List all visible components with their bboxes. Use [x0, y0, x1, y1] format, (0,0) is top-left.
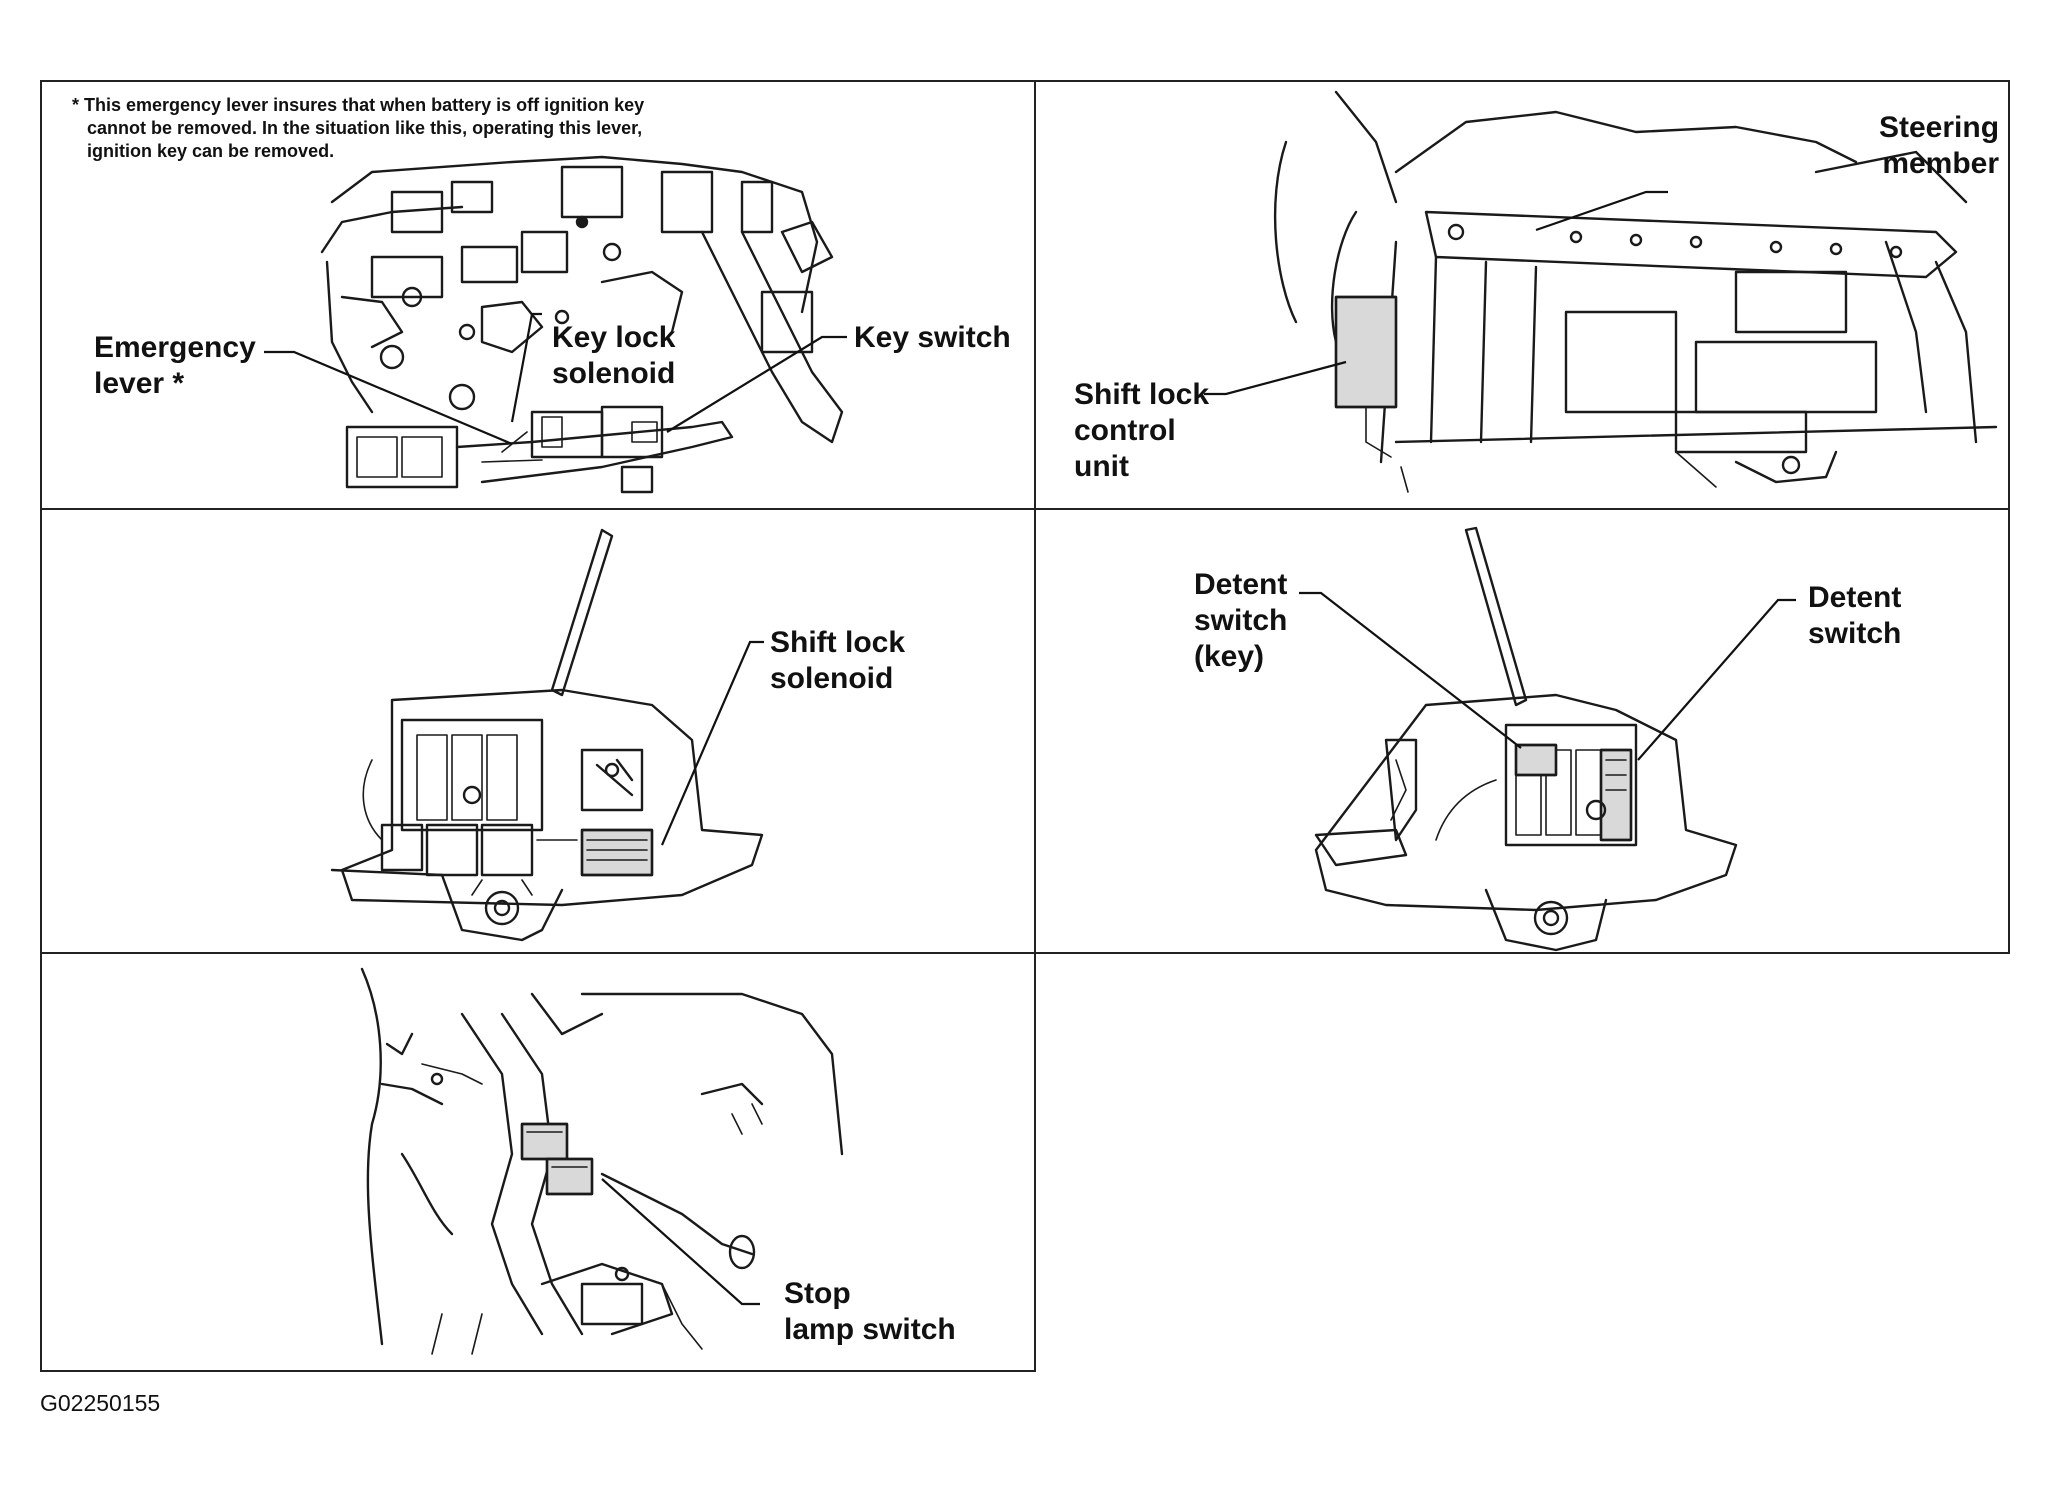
shift-lock-control-unit-label: Shift lock control unit: [1074, 378, 1210, 483]
steering-member-illustration: [1273, 90, 1998, 493]
key-lock-solenoid-label: Key lock solenoid: [552, 321, 676, 390]
panel3-leader-lines: [660, 640, 764, 846]
detent-switch-illustration: [1314, 526, 1738, 952]
panel5-leader-lines: [601, 1178, 760, 1306]
panel-stop-lamp: Stop lamp switch: [40, 952, 1036, 1372]
steering-member-label: Steering member: [1879, 111, 2000, 180]
stop-lamp-switch-label: Stop lamp switch: [784, 1277, 956, 1346]
shift-lock-illustration: [330, 528, 764, 942]
detent-switch-label: Detent switch: [1808, 581, 1902, 650]
figure-code: G02250155: [40, 1390, 161, 1416]
stop-lamp-switch-illustration: [360, 967, 844, 1355]
emergency-lever-label: Emergency lever *: [94, 331, 256, 400]
detent-switch-key-label: Detent switch (key): [1194, 568, 1288, 673]
panel-control-unit: Steering member Shift lock control unit: [1034, 80, 2010, 510]
shift-lock-solenoid-label: Shift lock solenoid: [770, 626, 906, 695]
emergency-lever-note: * This emergency lever insures that when…: [72, 95, 645, 161]
panel-key-lock: * This emergency lever insures that when…: [40, 80, 1036, 510]
panel-detent: Detent switch (key) Detent switch: [1034, 508, 2010, 954]
steering-lock-illustration: [320, 155, 844, 494]
panel2-leader-lines: [1204, 190, 1668, 396]
key-switch-label: Key switch: [854, 321, 1011, 354]
panel1-leader-lines: [264, 312, 847, 446]
panel-shift-lock: Shift lock solenoid: [40, 508, 1036, 954]
panel4-leader-lines: [1299, 591, 1796, 761]
